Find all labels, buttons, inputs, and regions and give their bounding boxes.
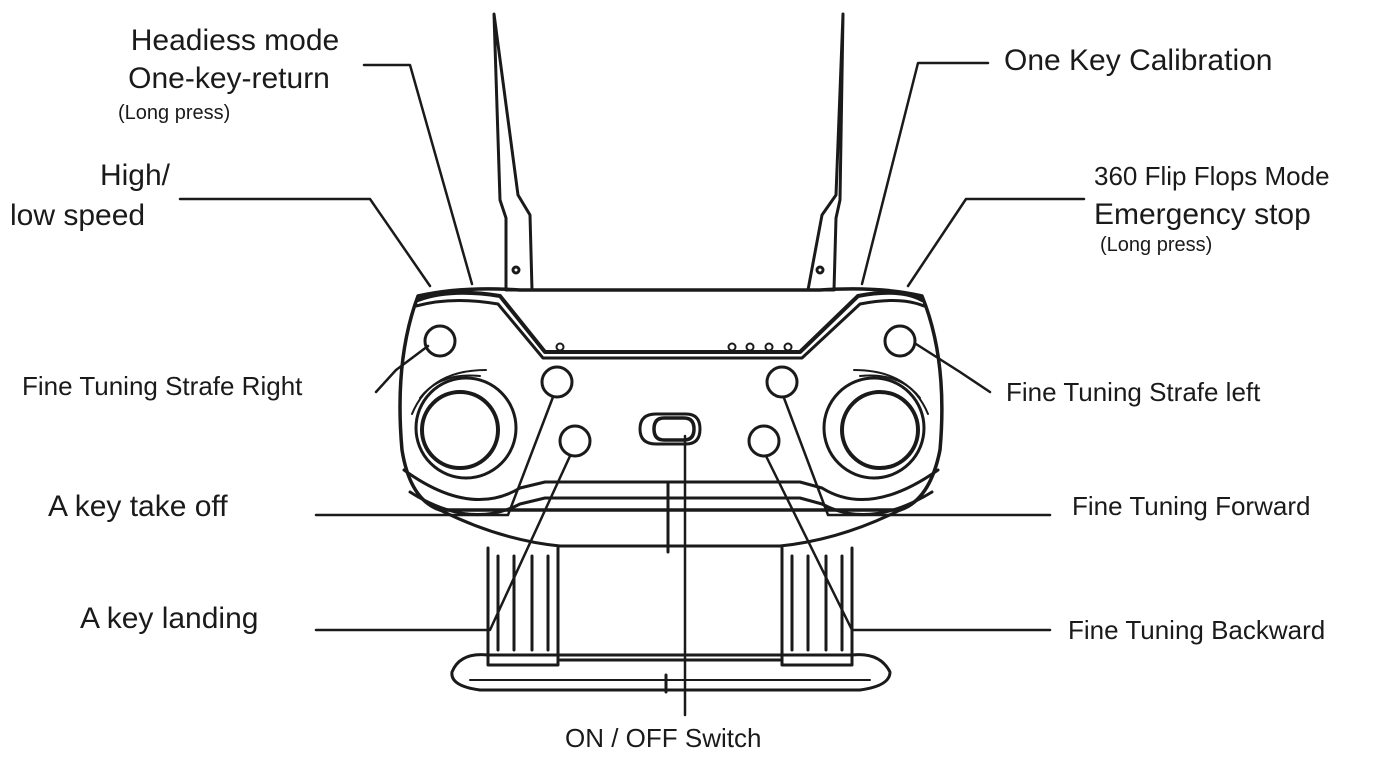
label-fine-strafe-left: Fine Tuning Strafe left [1006,377,1261,407]
right-joystick [822,369,929,480]
label-long-press-right: (Long press) [1100,234,1213,256]
left-joystick [411,369,518,480]
label-fine-strafe-right: Fine Tuning Strafe Right [22,371,303,401]
label-high-speed: High/ [99,159,170,192]
right-antenna [806,12,845,292]
label-on-off-switch: ON / OFF Switch [565,723,762,753]
button-landing [558,424,592,458]
button-forward [765,365,799,399]
button-backward [747,424,781,458]
button-top-right [883,324,917,358]
label-flip-mode: 360 Flip Flops Mode [1094,161,1330,191]
controller-body [398,287,944,554]
left-antenna [492,12,534,292]
label-fine-forward: Fine Tuning Forward [1072,491,1311,521]
button-top-left [423,324,457,358]
label-long-press-left: (Long press) [118,102,231,124]
label-one-key-return: One-key-return [128,62,330,95]
label-headless-mode: Headiess mode [130,24,340,57]
phone-holder-base [450,546,892,694]
label-landing: A key landing [80,602,259,635]
label-one-key-calibration: One Key Calibration [1004,44,1273,77]
button-take-off [540,365,574,399]
label-emergency-stop: Emergency stop [1094,198,1311,231]
label-low-speed: low speed [10,199,146,232]
leader-lines [178,61,1086,717]
label-take-off: A key take off [48,490,228,523]
label-fine-backward: Fine Tuning Backward [1068,615,1326,645]
on-off-switch-knob [652,416,696,442]
